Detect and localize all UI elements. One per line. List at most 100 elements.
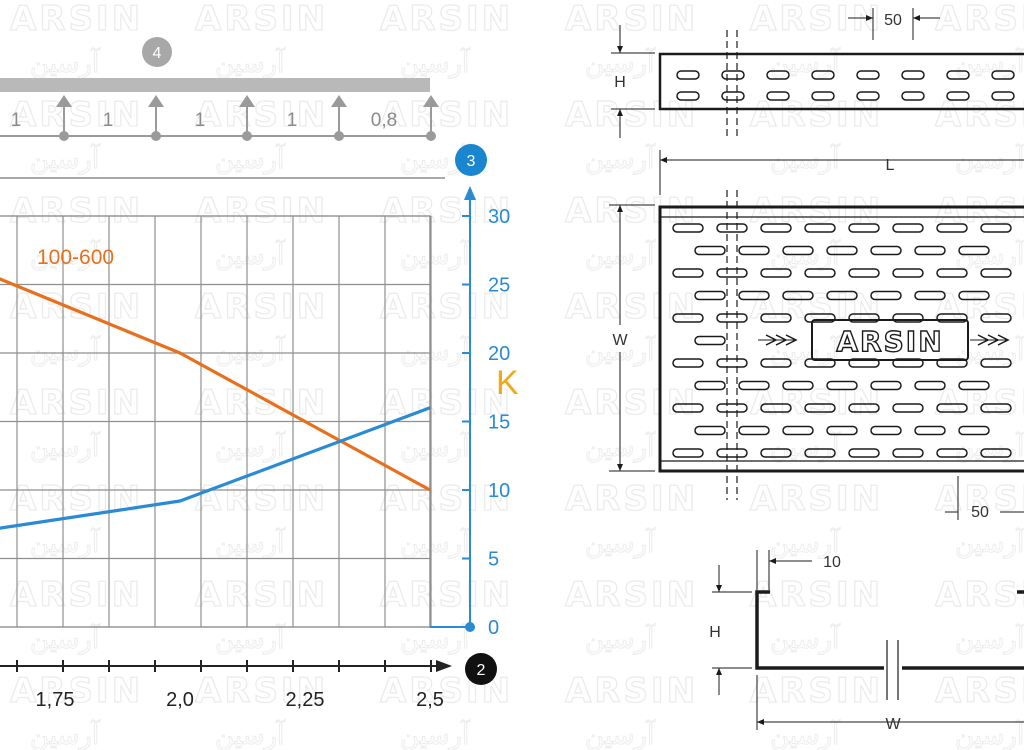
- y-tick-label: 30: [488, 206, 510, 228]
- slot: [870, 425, 902, 436]
- slot: [738, 380, 770, 391]
- tray-side-view: [611, 8, 1024, 195]
- watermark-brand-fa: آرسین: [585, 719, 656, 750]
- watermark-brand: ARSIN: [195, 0, 328, 39]
- slot: [766, 70, 790, 80]
- watermark-brand: ARSIN: [380, 287, 513, 327]
- watermark-brand: ARSIN: [195, 575, 328, 615]
- slot: [716, 223, 748, 233]
- watermark-brand: ARSIN: [195, 671, 328, 711]
- y-tick-label: 20: [488, 343, 510, 365]
- slot: [716, 268, 748, 278]
- span-dot: [426, 131, 436, 141]
- watermark-brand: ARSIN: [10, 95, 143, 135]
- watermark-brand-fa: آرسین: [770, 527, 841, 559]
- watermark-brand-fa: آرسین: [400, 47, 471, 79]
- slot: [760, 403, 792, 413]
- slot: [848, 223, 880, 233]
- slot: [672, 358, 704, 368]
- watermark-brand: ARSIN: [565, 0, 698, 39]
- slot: [914, 290, 946, 301]
- slot: [936, 448, 968, 458]
- slot: [980, 268, 1012, 278]
- watermark-brand: ARSIN: [565, 671, 698, 711]
- slot: [760, 313, 792, 323]
- plan-slots: [672, 223, 1012, 458]
- watermark-brand: ARSIN: [935, 575, 1024, 615]
- slot: [804, 313, 836, 323]
- slot: [901, 91, 925, 101]
- watermark-brand: ARSIN: [10, 0, 143, 39]
- slot: [738, 290, 770, 301]
- watermark-brand: ARSIN: [750, 575, 883, 615]
- slot: [716, 403, 748, 413]
- slot: [826, 245, 858, 256]
- watermark-brand-fa: آرسین: [955, 143, 1024, 175]
- watermark-brand: ARSIN: [750, 191, 883, 231]
- slot: [826, 380, 858, 391]
- slot: [766, 91, 790, 101]
- slot: [914, 425, 946, 436]
- badge-3: [455, 144, 487, 176]
- support-triangle: [56, 95, 72, 107]
- watermark-brand-fa: آرسین: [215, 335, 286, 367]
- watermark-brand: ARSIN: [750, 0, 883, 39]
- slot: [946, 91, 970, 101]
- slot: [672, 268, 704, 278]
- slot: [892, 448, 924, 458]
- watermark-brand: ARSIN: [380, 191, 513, 231]
- k-label: K: [496, 364, 519, 402]
- x-axis-arrow: [436, 660, 452, 672]
- slot: [848, 268, 880, 278]
- beam-bar: [0, 78, 430, 92]
- series-label-100-600: 100-600: [37, 246, 114, 269]
- watermark-brand-fa: آرسین: [955, 47, 1024, 79]
- slot: [892, 313, 924, 323]
- watermark-brand: ARSIN: [380, 95, 513, 135]
- slot: [826, 425, 858, 436]
- watermark-brand-fa: آرسین: [30, 623, 101, 655]
- dim-50-plan: 50: [971, 504, 989, 521]
- watermark-brand-fa: آرسین: [400, 335, 471, 367]
- watermark-brand: ARSIN: [750, 383, 883, 423]
- y-tick-label: 15: [488, 412, 510, 434]
- watermark-brand-fa: آرسین: [30, 335, 101, 367]
- watermark-brand: ARSIN: [935, 671, 1024, 711]
- slot: [848, 448, 880, 458]
- slot: [991, 91, 1015, 101]
- watermark-brand-fa: آرسین: [770, 143, 841, 175]
- chart-grid: [0, 215, 470, 628]
- span-load-diagram: 4 1 1 1 1 0,8: [0, 37, 445, 179]
- slot: [676, 70, 700, 80]
- slot: [804, 268, 836, 278]
- slot: [738, 245, 770, 256]
- slot: [991, 70, 1015, 80]
- watermark-brand-fa: آرسین: [400, 239, 471, 271]
- slot: [721, 91, 745, 101]
- slot: [892, 268, 924, 278]
- slot: [826, 290, 858, 301]
- watermark-brand: ARSIN: [565, 575, 698, 615]
- slot: [694, 335, 726, 346]
- badge-4: [142, 37, 172, 67]
- span-dot: [59, 131, 69, 141]
- slot: [980, 223, 1012, 233]
- x-tick-label: 1,75: [36, 689, 75, 711]
- x-tick-label: 2,0: [166, 689, 194, 711]
- watermark-brand: ARSIN: [935, 0, 1024, 39]
- slot: [980, 403, 1012, 413]
- slot: [760, 448, 792, 458]
- watermark-brand-fa: آرسین: [770, 431, 841, 463]
- watermark-brand-fa: آرسین: [215, 47, 286, 79]
- slot: [936, 313, 968, 323]
- y-tick-label: 5: [488, 549, 499, 571]
- slot: [856, 91, 880, 101]
- span-values: 1 1 1 1 0,8: [11, 110, 398, 131]
- slot: [958, 425, 990, 436]
- dim-50-top: 50: [884, 12, 902, 29]
- dim-h-section: H: [709, 624, 721, 641]
- watermark-brand: ARSIN: [195, 95, 328, 135]
- slot: [672, 403, 704, 413]
